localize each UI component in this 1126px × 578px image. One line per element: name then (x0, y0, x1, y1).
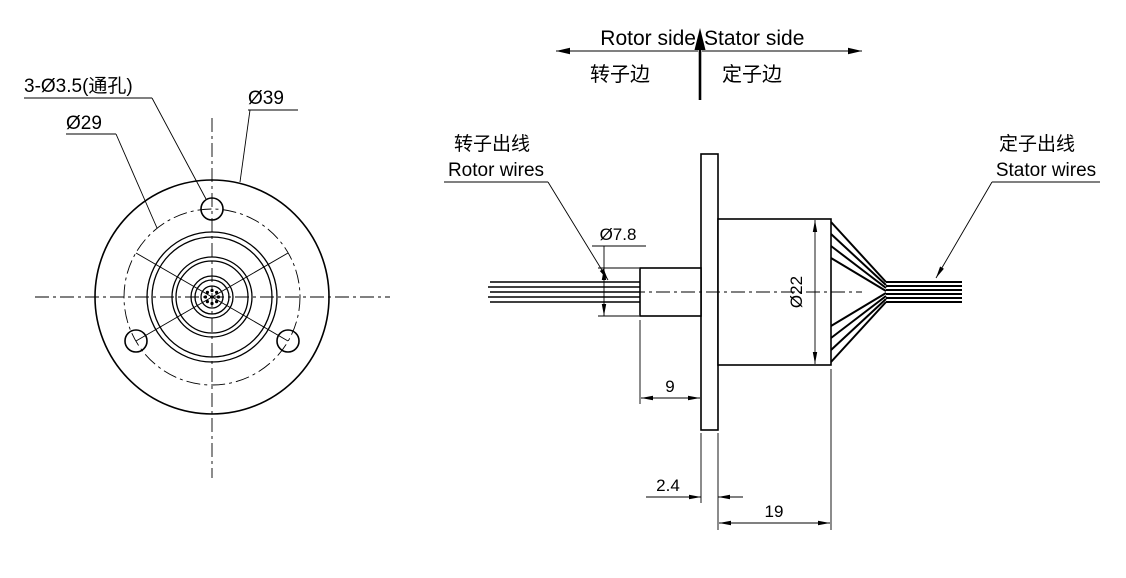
front-leader-lines (24, 97, 298, 229)
stator-side-label-cn: 定子边 (722, 63, 782, 86)
rotor-wires-label-en: Rotor wires (448, 160, 544, 181)
divider-arrow-head-icon (694, 28, 706, 50)
front-view: 3-Ø3.5(通孔) Ø29 Ø39 (24, 75, 390, 478)
holes-dimension-label: 3-Ø3.5(通孔) (24, 75, 133, 97)
rotor-side-label-cn: 转子边 (590, 63, 650, 86)
flange-outer-circle (94, 179, 330, 415)
dim-body-diameter: Ø22 (787, 220, 818, 364)
stator-side-label-en: Stator side (704, 27, 804, 50)
dim-body-length: 19 (719, 369, 832, 530)
rotor-wires-label: 转子出线 Rotor wires (444, 133, 609, 281)
side-orientation-header: Rotor side Stator side 转子边 定子边 (556, 27, 862, 100)
rotor-side-arrow-icon (556, 47, 570, 55)
stator-wires-label-cn: 定子出线 (999, 133, 1075, 155)
flange-thickness-value: 2.4 (656, 476, 680, 495)
rotor-wires-label-cn: 转子出线 (454, 133, 530, 155)
hole-axis-lines (135, 252, 289, 342)
body-diameter-value: Ø22 (787, 276, 806, 308)
body-rings (146, 231, 278, 363)
dim-shaft-diameter: Ø7.8 (592, 225, 646, 317)
shaft-diameter-value: Ø7.8 (600, 225, 637, 244)
dim-shaft-length: 9 (639, 320, 700, 404)
bolt-circle (123, 208, 301, 386)
rotor-wires-leader-arrow-icon (599, 268, 608, 280)
dim-flange-thickness: 2.4 (646, 433, 743, 530)
mounting-holes (124, 197, 300, 353)
stator-wires (830, 221, 962, 363)
shaft-length-value: 9 (665, 377, 674, 396)
bolt-circle-dimension: Ø29 (66, 113, 102, 134)
stator-wires-leader-arrow-icon (936, 266, 944, 278)
rotor-side-label-en: Rotor side (600, 27, 696, 50)
body-length-value: 19 (765, 502, 784, 521)
flange-dimension: Ø39 (248, 88, 284, 109)
side-view: Rotor side Stator side 转子边 定子边 (444, 27, 1100, 530)
stator-wires-label-en: Stator wires (996, 160, 1096, 181)
stator-wires-label: 定子出线 Stator wires (935, 133, 1100, 279)
stator-side-arrow-icon (848, 47, 862, 55)
